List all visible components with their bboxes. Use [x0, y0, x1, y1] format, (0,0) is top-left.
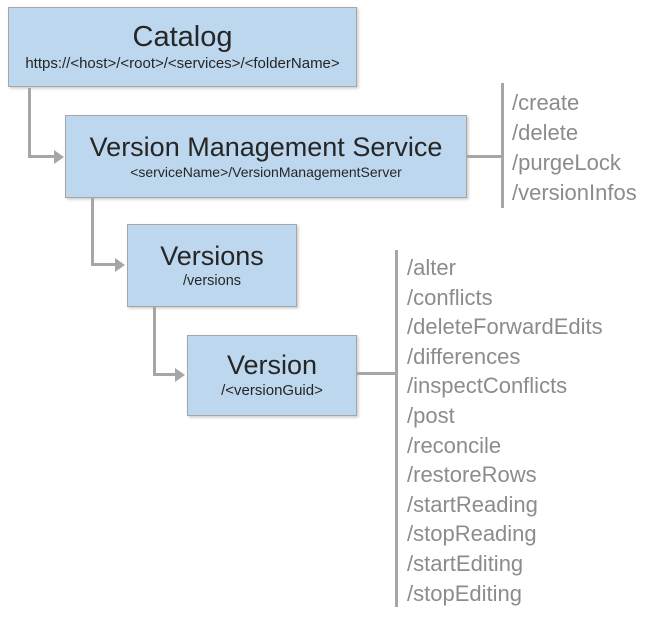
node-version-management-service: Version Management Service <serviceName>… [65, 115, 467, 198]
node-version-path: /<versionGuid> [221, 382, 323, 400]
node-version: Version /<versionGuid> [187, 335, 357, 416]
arrowhead-icon [175, 367, 185, 382]
operation-item: /post [407, 402, 455, 428]
operation-item: /stopReading [407, 521, 537, 547]
node-vms-title: Version Management Service [89, 131, 443, 162]
connector-segment [28, 88, 31, 157]
node-catalog-title: Catalog [132, 20, 233, 53]
operation-item: /startEditing [407, 550, 524, 576]
connector-segment [28, 155, 56, 158]
operation-item: /inspectConflicts [407, 373, 568, 399]
operation-item: /startReading [407, 491, 538, 517]
leader-segment [501, 83, 504, 208]
operation-item: /stopEditing [407, 580, 522, 606]
operations-list-version: /alter /conflicts /deleteForwardEdits /d… [407, 253, 603, 608]
connector-segment [153, 307, 156, 376]
node-versions-path: /versions [182, 272, 242, 289]
connector-segment [91, 263, 117, 266]
leader-segment [357, 372, 397, 375]
operation-item: /versionInfos [512, 180, 637, 205]
arrowhead-icon [54, 149, 64, 164]
operation-item: /conflicts [407, 284, 493, 310]
operation-item: /restoreRows [407, 462, 537, 488]
leader-segment [467, 155, 503, 158]
connector-segment [91, 198, 94, 266]
node-vms-path: <serviceName>/VersionManagementServer [130, 163, 402, 180]
leader-segment [395, 250, 398, 607]
node-version-title: Version [226, 350, 318, 381]
operations-list-vms: /create /delete /purgeLock /versionInfos [512, 88, 637, 208]
operation-item: /create [512, 90, 580, 115]
node-catalog-url: https://<host>/<root>/<services>/<folder… [25, 54, 340, 72]
operation-item: /deleteForwardEdits [407, 314, 603, 340]
operation-item: /delete [512, 120, 579, 145]
node-catalog: Catalog https://<host>/<root>/<services>… [8, 7, 357, 87]
operation-item: /alter [407, 255, 456, 280]
arrowhead-icon [115, 257, 125, 272]
operation-item: /reconcile [407, 432, 502, 458]
node-versions: Versions /versions [127, 224, 297, 307]
operation-item: /differences [407, 343, 521, 369]
operation-item: /purgeLock [512, 150, 621, 175]
node-versions-title: Versions [160, 240, 264, 271]
connector-segment [153, 373, 177, 376]
